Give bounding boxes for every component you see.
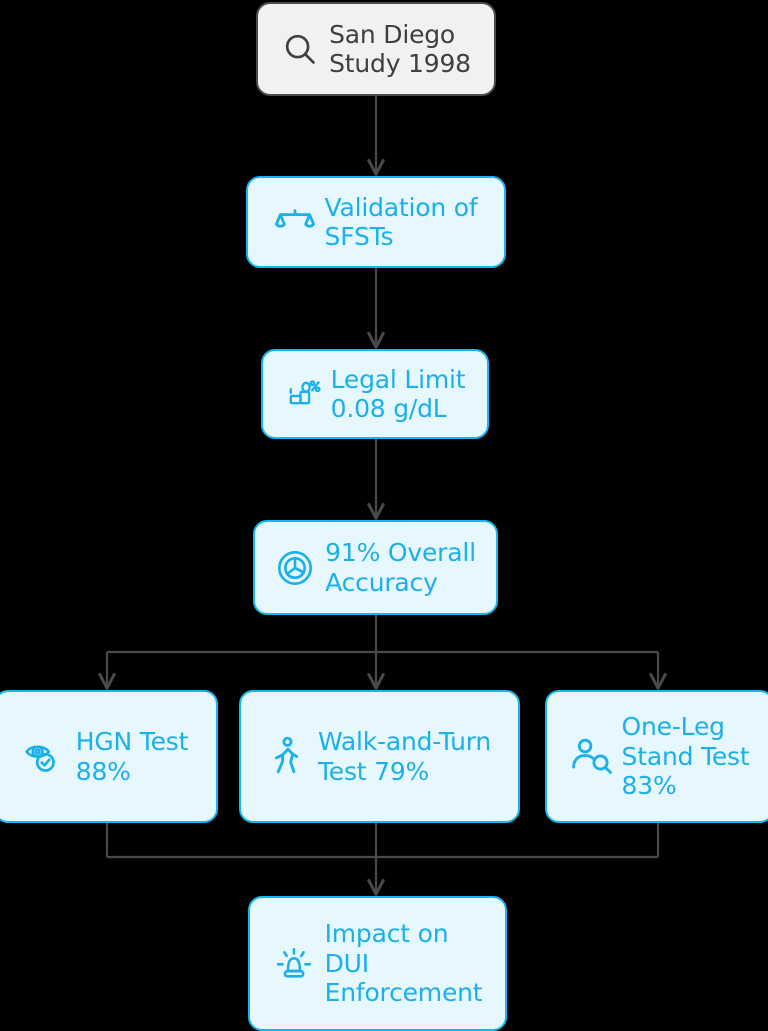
node-walk-and-turn-test[interactable]: Walk-and-Turn Test 79% [239, 690, 520, 823]
person-search-icon [570, 735, 614, 779]
node-validation-of-sfsts[interactable]: Validation of SFSTs [246, 176, 506, 268]
node-label: Legal Limit 0.08 g/dL [330, 364, 466, 424]
pie-chart-icon [275, 548, 315, 588]
walking-person-icon [268, 735, 306, 779]
node-hgn-test[interactable]: HGN Test 88% [0, 690, 218, 823]
node-label: One-Leg Stand Test 83% [621, 712, 750, 801]
node-one-leg-stand-test[interactable]: One-Leg Stand Test 83% [545, 690, 768, 823]
node-overall-accuracy[interactable]: 91% Overall Accuracy [253, 520, 498, 615]
node-label: Walk-and-Turn Test 79% [317, 727, 492, 786]
node-label: Validation of SFSTs [324, 192, 478, 252]
eye-check-icon [24, 735, 68, 779]
search-icon [281, 30, 319, 68]
breathalyzer-percent-icon [285, 376, 321, 412]
node-san-diego-study[interactable]: San Diego Study 1998 [256, 2, 496, 96]
node-impact-on-dui-enforcement[interactable]: Impact on DUI Enforcement [248, 896, 507, 1031]
siren-light-icon [273, 943, 315, 985]
scales-icon [274, 202, 315, 242]
node-label: San Diego Study 1998 [329, 19, 471, 79]
node-label: HGN Test 88% [75, 727, 189, 786]
node-legal-limit[interactable]: Legal Limit 0.08 g/dL [261, 349, 489, 439]
node-label: 91% Overall Accuracy [325, 538, 476, 597]
node-label: Impact on DUI Enforcement [324, 919, 483, 1008]
